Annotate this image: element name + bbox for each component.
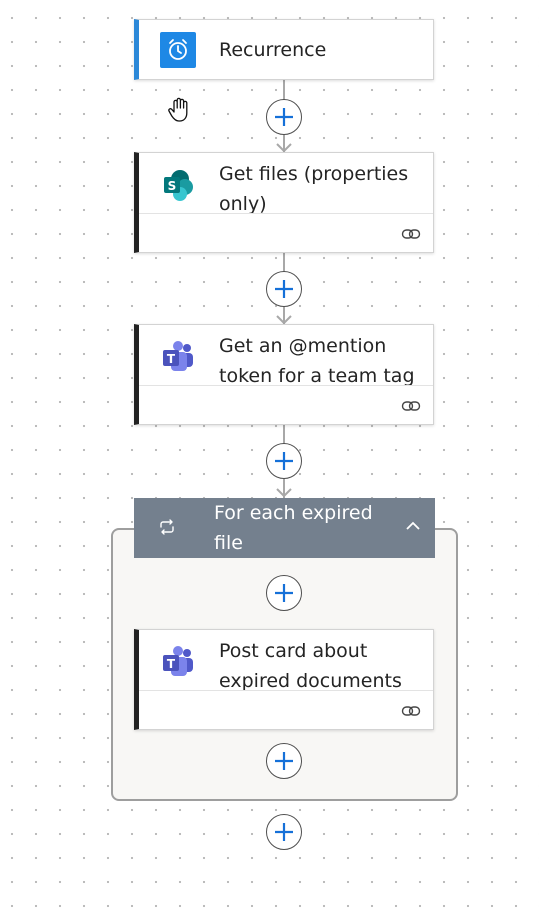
add-step-button[interactable] xyxy=(266,271,302,307)
add-step-button[interactable] xyxy=(266,743,302,779)
chevron-up-icon[interactable] xyxy=(403,518,423,534)
card-footer xyxy=(139,213,433,252)
clock-icon xyxy=(160,32,196,68)
plus-icon xyxy=(275,823,293,841)
plus-icon xyxy=(275,280,293,298)
connection-link-icon[interactable] xyxy=(401,703,421,719)
step-card-recurrence[interactable]: Recurrence xyxy=(134,19,434,80)
add-step-button[interactable] xyxy=(266,99,302,135)
svg-text:T: T xyxy=(167,657,176,671)
connector-arrow-icon xyxy=(276,315,292,324)
step-title: Post card about expired documents xyxy=(219,640,402,692)
plus-icon xyxy=(275,584,293,602)
step-card-post-card[interactable]: T Post card about expired documents xyxy=(134,629,434,730)
add-step-button[interactable] xyxy=(266,575,302,611)
teams-icon: T xyxy=(160,644,196,680)
step-card-get-mention-token[interactable]: T Get an @mention token for a team tag xyxy=(134,324,434,425)
loop-icon xyxy=(158,518,176,536)
connection-link-icon[interactable] xyxy=(401,226,421,242)
plus-icon xyxy=(275,452,293,470)
connector-arrow-icon xyxy=(276,143,292,152)
teams-icon: T xyxy=(160,339,196,375)
svg-text:S: S xyxy=(168,179,177,193)
svg-text:T: T xyxy=(167,352,176,366)
plus-icon xyxy=(275,108,293,126)
loop-title: For each expired file xyxy=(214,502,373,554)
card-footer xyxy=(139,385,433,424)
step-title: Get files (properties only) xyxy=(219,163,409,215)
connector-arrow-icon xyxy=(276,488,292,497)
sharepoint-icon: S xyxy=(160,167,196,203)
add-step-button[interactable] xyxy=(266,814,302,850)
step-title: Recurrence xyxy=(219,39,327,61)
add-step-button[interactable] xyxy=(266,443,302,479)
step-card-get-files[interactable]: S Get files (properties only) xyxy=(134,152,434,253)
connection-link-icon[interactable] xyxy=(401,398,421,414)
card-footer xyxy=(139,690,433,729)
hand-cursor-icon xyxy=(166,96,194,124)
step-title: Get an @mention token for a team tag xyxy=(219,335,415,387)
loop-header[interactable]: For each expired file xyxy=(134,498,435,558)
plus-icon xyxy=(275,752,293,770)
